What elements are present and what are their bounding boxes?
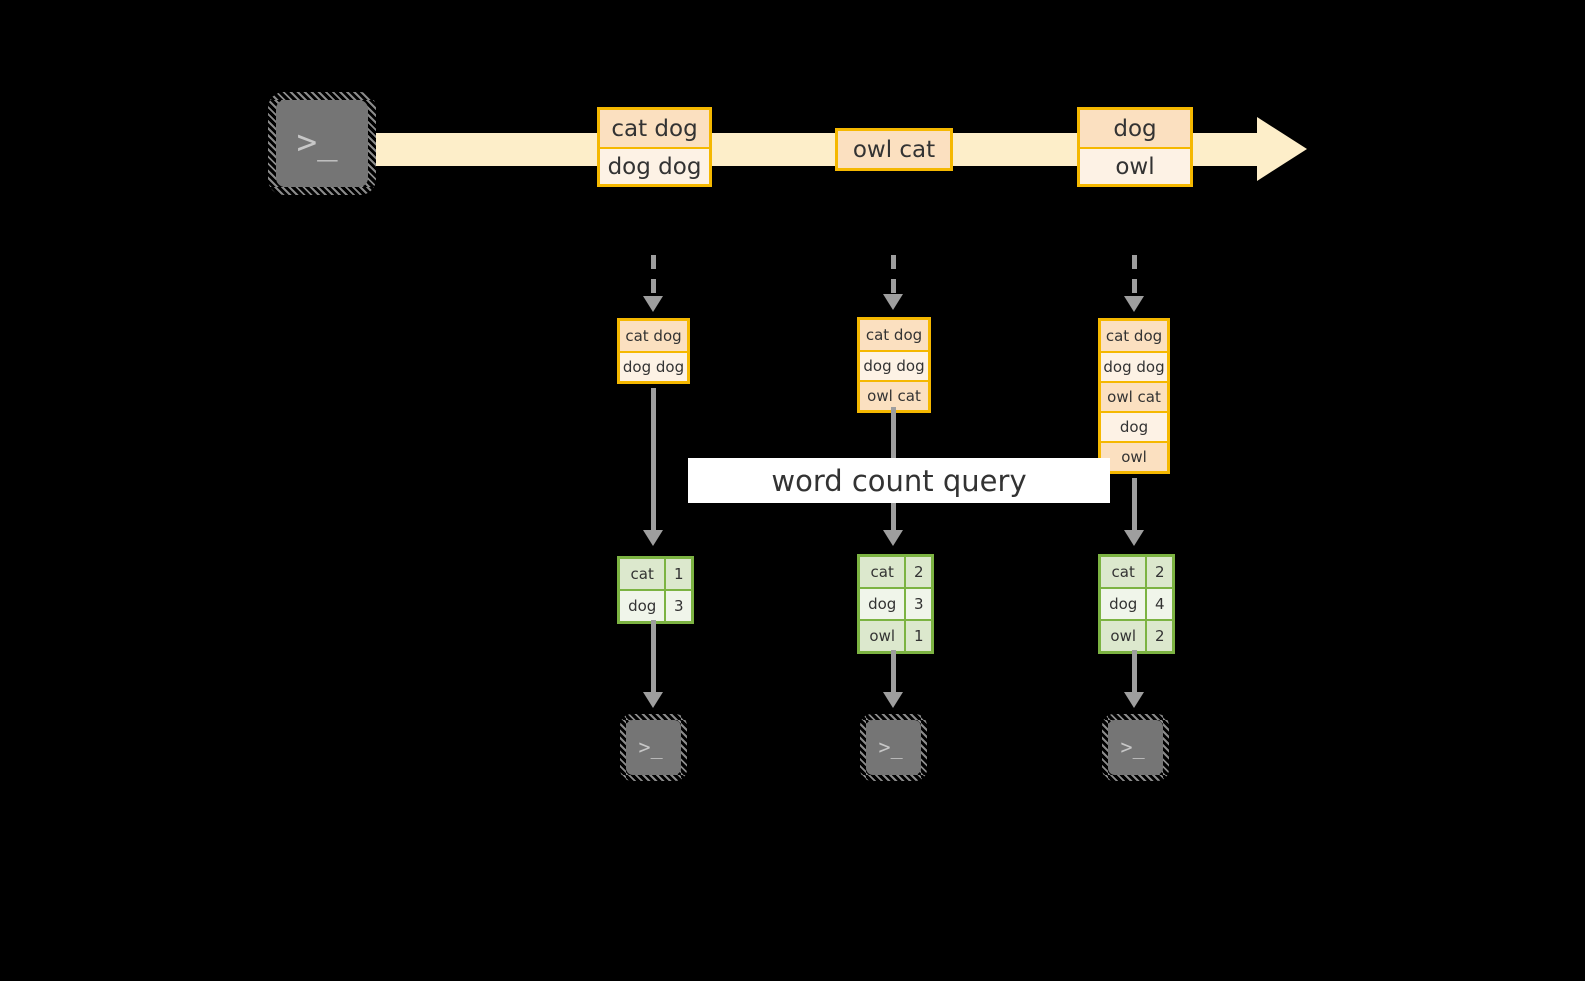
sink-terminal-icon-2: >_: [860, 714, 927, 781]
snapshot-to-result-arrowhead-1: [643, 530, 663, 546]
snapshot-input-line: cat dog: [620, 321, 687, 351]
result-to-sink-connector-3: [1132, 650, 1137, 695]
result-to-sink-arrowhead-1: [643, 692, 663, 708]
query-label-text: word count query: [771, 463, 1027, 498]
snapshot-input-line: cat dog: [860, 320, 928, 350]
result-to-sink-arrowhead-2: [883, 692, 903, 708]
stream-arrow-head: [1257, 117, 1307, 181]
snapshot-to-result-connector-3: [1132, 478, 1137, 533]
stream-event-line: cat dog: [600, 110, 709, 147]
table-row: owl 1: [860, 619, 931, 651]
result-word: dog: [860, 589, 905, 619]
terminal-screen: >_: [866, 720, 921, 775]
result-word: owl: [860, 621, 905, 651]
stream-to-snapshot-arrowhead-3: [1124, 296, 1144, 312]
snapshot-to-result-arrowhead-2: [883, 530, 903, 546]
table-row: cat 1: [620, 559, 691, 589]
terminal-screen: >_: [626, 720, 681, 775]
stream-to-snapshot-connector-3: [1132, 255, 1137, 299]
table-row: cat 2: [1101, 557, 1172, 587]
result-word: cat: [1101, 557, 1146, 587]
result-count: 2: [1145, 621, 1172, 651]
stream-to-snapshot-connector-1: [651, 255, 656, 299]
result-table-2[interactable]: cat 2 dog 3 owl 1: [857, 554, 934, 654]
snapshot-input-3[interactable]: cat dog dog dog owl cat dog owl: [1098, 318, 1170, 474]
sink-terminal-icon-1: >_: [620, 714, 687, 781]
result-count: 3: [904, 589, 931, 619]
result-count: 2: [1145, 557, 1172, 587]
snapshot-input-line: dog dog: [1101, 351, 1167, 381]
snapshot-input-line: owl: [1101, 441, 1167, 471]
stream-to-snapshot-arrowhead-1: [643, 296, 663, 312]
stream-event-1[interactable]: cat dog dog dog: [597, 107, 712, 187]
snapshot-input-line: dog dog: [620, 351, 687, 381]
table-row: dog 4: [1101, 587, 1172, 619]
stream-to-snapshot-arrowhead-2: [883, 294, 903, 310]
result-count: 4: [1145, 589, 1172, 619]
snapshot-input-1[interactable]: cat dog dog dog: [617, 318, 690, 384]
result-to-sink-connector-2: [891, 650, 896, 695]
result-count: 1: [904, 621, 931, 651]
result-to-sink-connector-1: [651, 620, 656, 695]
stream-event-line: owl: [1080, 147, 1190, 184]
result-table-1[interactable]: cat 1 dog 3: [617, 556, 694, 624]
result-count: 3: [664, 591, 691, 621]
stream-event-line: owl cat: [838, 131, 950, 168]
snapshot-to-result-arrowhead-3: [1124, 530, 1144, 546]
snapshot-input-2[interactable]: cat dog dog dog owl cat: [857, 317, 931, 413]
result-word: cat: [620, 559, 665, 589]
table-row: dog 3: [860, 587, 931, 619]
stream-event-2[interactable]: owl cat: [835, 128, 953, 171]
table-row: owl 2: [1101, 619, 1172, 651]
result-count: 1: [664, 559, 691, 589]
result-word: owl: [1101, 621, 1146, 651]
sink-terminal-icon-3: >_: [1102, 714, 1169, 781]
query-label: word count query: [688, 458, 1110, 503]
terminal-prompt-glyph: >_: [1120, 734, 1145, 759]
terminal-prompt-glyph: >_: [296, 121, 338, 162]
snapshot-input-line: cat dog: [1101, 321, 1167, 351]
stream-event-line: dog dog: [600, 147, 709, 184]
stream-event-line: dog: [1080, 110, 1190, 147]
snapshot-input-line: owl cat: [860, 380, 928, 410]
result-word: dog: [620, 591, 665, 621]
result-word: dog: [1101, 589, 1146, 619]
result-word: cat: [860, 557, 905, 587]
terminal-screen: >_: [1108, 720, 1163, 775]
result-to-sink-arrowhead-3: [1124, 692, 1144, 708]
source-terminal-icon: >_: [268, 92, 376, 195]
snapshot-to-result-connector-1: [651, 388, 656, 533]
terminal-screen: >_: [276, 100, 368, 187]
snapshot-input-line: owl cat: [1101, 381, 1167, 411]
snapshot-input-line: dog: [1101, 411, 1167, 441]
terminal-prompt-glyph: >_: [878, 734, 903, 759]
stream-event-3[interactable]: dog owl: [1077, 107, 1193, 187]
table-row: dog 3: [620, 589, 691, 621]
table-row: cat 2: [860, 557, 931, 587]
result-table-3[interactable]: cat 2 dog 4 owl 2: [1098, 554, 1175, 654]
result-count: 2: [904, 557, 931, 587]
terminal-prompt-glyph: >_: [638, 734, 663, 759]
snapshot-input-line: dog dog: [860, 350, 928, 380]
stream-to-snapshot-connector-2: [891, 255, 896, 297]
